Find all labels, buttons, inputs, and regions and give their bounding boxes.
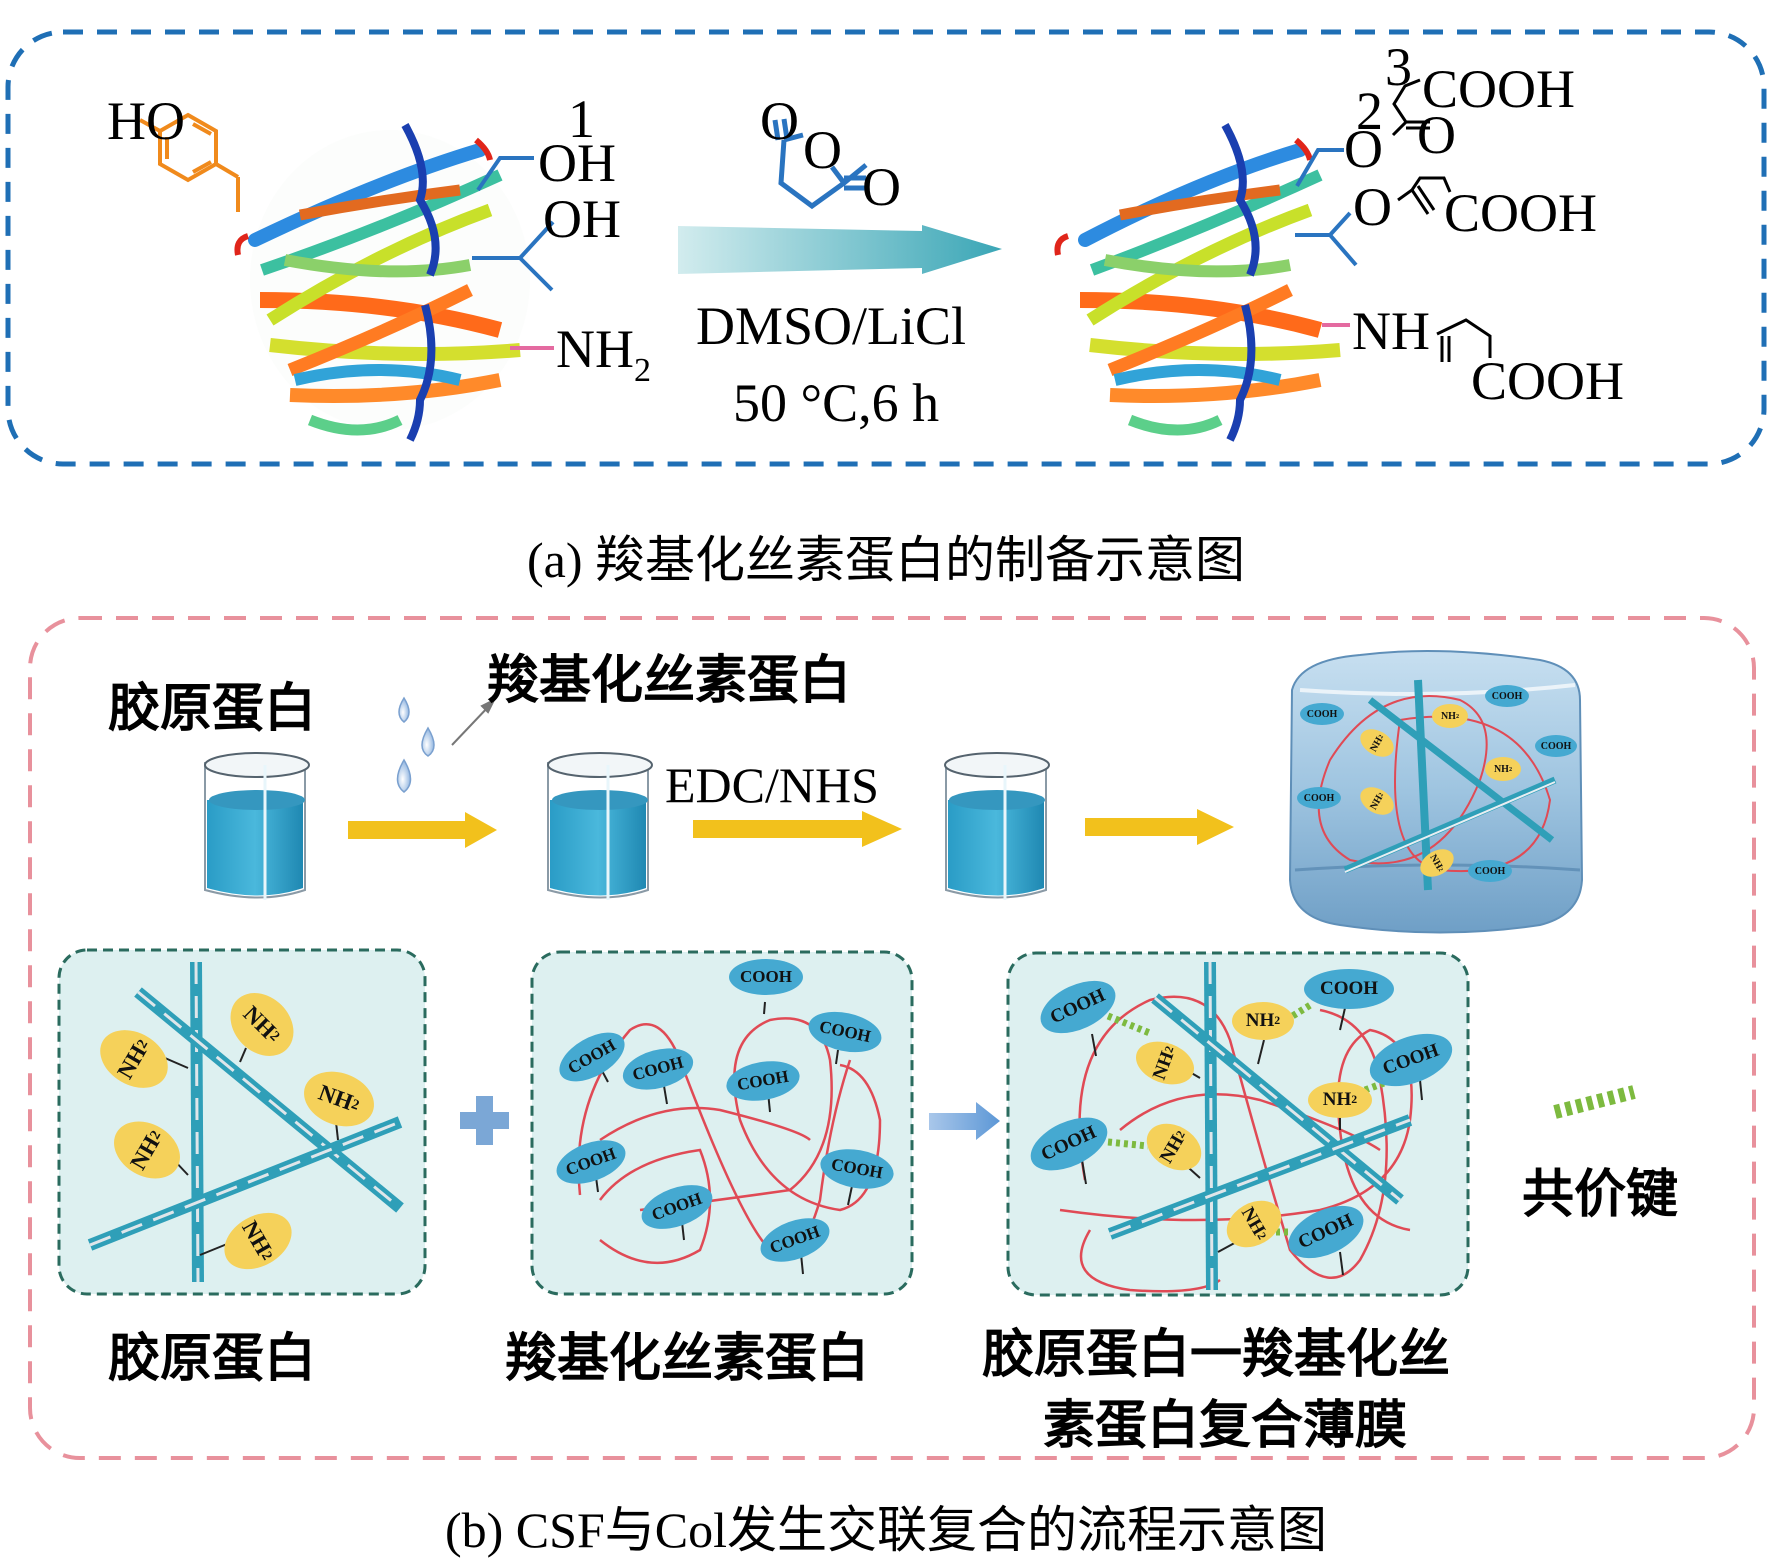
csf-box <box>530 950 914 1296</box>
covalent-bond-legend-icon <box>1553 1085 1636 1119</box>
yellow-arrow-3 <box>1085 809 1234 845</box>
tyrosine-structure <box>139 112 240 212</box>
collagen-box-label: 胶原蛋白 <box>108 1329 317 1389</box>
beaker-collagen <box>204 752 310 900</box>
csf-top-label: 羧基化丝素蛋白 <box>487 651 852 711</box>
panel-b-caption: (b) CSF与Col发生交联复合的流程示意图 <box>444 1502 1327 1558</box>
reaction-conditions-solvent: DMSO/LiCl <box>696 296 967 356</box>
covalent-bond-legend-label: 共价键 <box>1522 1165 1679 1225</box>
amine-text: NH <box>556 319 634 379</box>
side-chains-left <box>472 156 555 292</box>
reaction-arrow <box>678 225 1002 274</box>
collagen-top-label: 胶原蛋白 <box>108 679 317 739</box>
protein-ribbon-right <box>1054 123 1341 442</box>
hydroxyl-label-2: OH <box>543 189 621 249</box>
cooh-group: COOH <box>729 959 803 995</box>
succinic-anhydride-structure <box>772 118 868 210</box>
ester-oxygen-1: O <box>1344 119 1383 179</box>
anhydride-o-ring: O <box>803 120 842 180</box>
crosslinker-label: EDC/NHS <box>665 757 879 813</box>
composite-box-label-line1: 胶原蛋白一羧基化丝 <box>982 1325 1451 1385</box>
chain-number-2: 2 <box>1356 81 1383 141</box>
reaction-conditions-temp-time: 50 °C,6 h <box>733 373 940 433</box>
hydroxyl-label-1: OH <box>538 133 616 193</box>
cooh-group: COOH <box>1297 787 1341 809</box>
tyrosine-ho-label: HO <box>107 91 185 151</box>
ester-oxygen-2: O <box>1353 177 1392 237</box>
csf-box-label: 羧基化丝素蛋白 <box>505 1329 870 1389</box>
plus-icon <box>460 1096 509 1145</box>
anhydride-o-right: O <box>862 157 901 217</box>
cooh-group: COOH <box>1485 685 1529 707</box>
chain-number-3: 3 <box>1385 37 1412 97</box>
carboxyl-label-3: COOH <box>1471 351 1625 411</box>
panel-b-frame <box>28 616 1756 1460</box>
site-number-1: 1 <box>568 89 595 149</box>
cooh-group: COOH <box>1300 703 1344 725</box>
composite-fibers-box3 <box>1107 961 1413 1291</box>
collagen-box <box>57 948 427 1296</box>
amide-nh-label: NH <box>1352 301 1430 361</box>
carboxyl-label-1: COOH <box>1422 59 1576 119</box>
amine-subscript: 2 <box>634 352 651 389</box>
water-drops <box>396 696 435 793</box>
covalent-bonds-box3 <box>1106 1001 1394 1236</box>
beaker-crosslinked <box>944 752 1050 900</box>
amine-label-left: NH2 <box>556 322 651 388</box>
composite-box-label-line2: 素蛋白复合薄膜 <box>1043 1396 1408 1456</box>
panel-a-frame <box>5 29 1767 467</box>
anhydride-o-top: O <box>760 91 799 151</box>
carboxyl-label-2: COOH <box>1444 183 1598 243</box>
beaker-csf-added <box>547 752 653 900</box>
cooh-group: COOH <box>1304 969 1394 1009</box>
blue-arrow-icon <box>929 1102 1000 1140</box>
carbonyl-oxygen-1: O <box>1417 105 1456 165</box>
yellow-arrow-1 <box>348 812 497 848</box>
carboxylated-chains <box>1391 78 1492 362</box>
hydrogel-block <box>1288 650 1584 934</box>
collagen-fibers-box1 <box>87 961 404 1283</box>
side-chains-right <box>1295 148 1358 267</box>
cooh-group: COOH <box>1535 735 1577 757</box>
pointer-arrow <box>451 697 497 746</box>
panel-a-caption: (a) 羧基化丝素蛋白的制备示意图 <box>527 532 1245 588</box>
protein-ribbon-left <box>234 123 530 442</box>
cooh-group: COOH <box>1468 860 1512 882</box>
yellow-arrow-2 <box>693 811 902 847</box>
